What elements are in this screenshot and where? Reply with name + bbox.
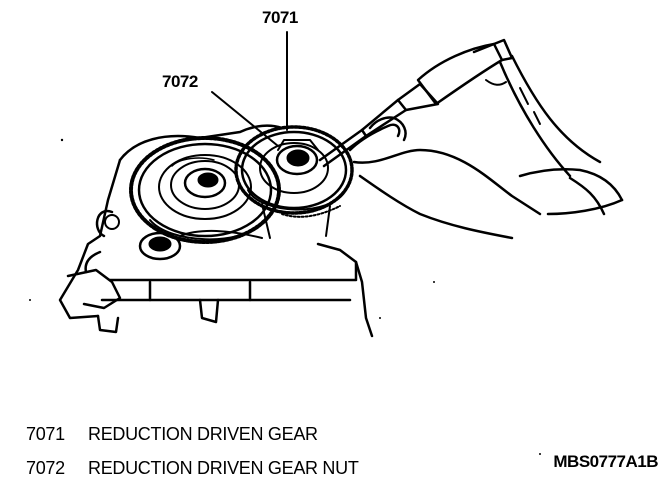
transmission-case bbox=[58, 124, 374, 338]
legend-label: REDUCTION DRIVEN GEAR bbox=[88, 424, 318, 444]
legend-number: 7071 bbox=[26, 424, 65, 444]
legend-item-7072: 7072 REDUCTION DRIVEN GEAR NUT bbox=[26, 458, 359, 479]
callout-7071: 7071 bbox=[262, 8, 298, 27]
figure-reference-code: MBS0777A1B bbox=[553, 452, 658, 471]
punch-tool bbox=[318, 82, 440, 168]
callout-leaders bbox=[211, 31, 288, 147]
legend-label: REDUCTION DRIVEN GEAR NUT bbox=[88, 458, 359, 478]
reduction-driven-gear-nut bbox=[275, 139, 319, 176]
scan-specks bbox=[29, 138, 541, 455]
legend-number: 7072 bbox=[26, 458, 65, 478]
legend-item-7071: 7071 REDUCTION DRIVEN GEAR bbox=[26, 424, 318, 445]
technician-hands bbox=[348, 116, 624, 240]
hammer-tool bbox=[416, 38, 602, 178]
reduction-driven-gear bbox=[234, 125, 354, 239]
transfer-gear bbox=[129, 136, 281, 244]
callout-7072: 7072 bbox=[162, 72, 198, 91]
bearing-boss bbox=[138, 229, 263, 261]
